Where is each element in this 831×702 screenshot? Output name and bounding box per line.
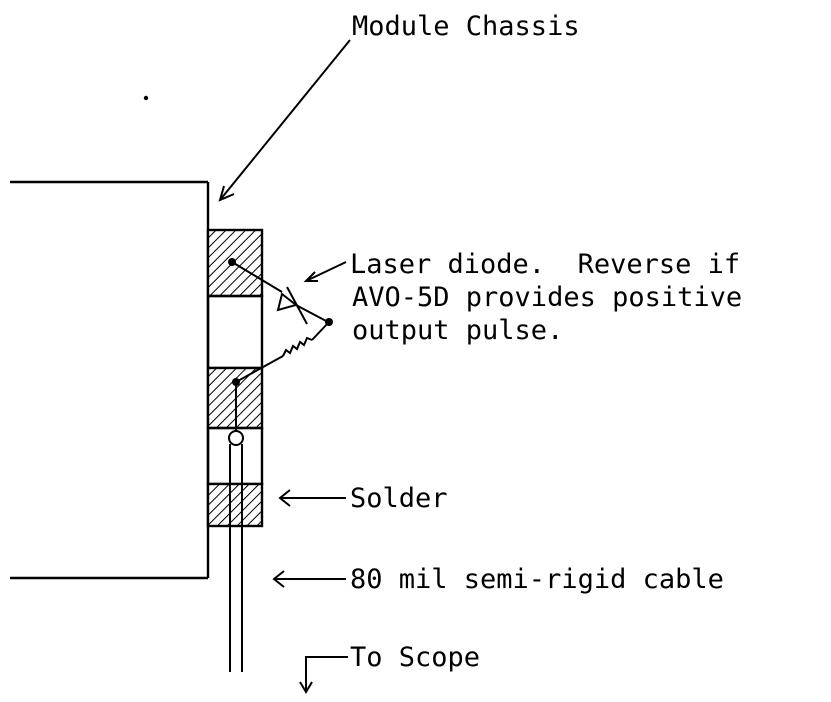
cable-label: 80 mil semi-rigid cable	[350, 564, 724, 595]
resistor-icon	[282, 336, 313, 357]
solder-label: Solder	[350, 483, 448, 514]
module-chassis-leader-arrow	[218, 39, 351, 202]
to-scope-label: To Scope	[350, 642, 480, 673]
cable-arrow	[272, 570, 346, 588]
solder-arrow	[278, 489, 346, 507]
laser-diode-label-line2: AVO-5D provides positive	[352, 282, 742, 313]
module-chassis-label: Module Chassis	[352, 11, 580, 42]
stray-mark	[143, 95, 149, 101]
laser-diode-label-line1: Laser diode. Reverse if	[350, 249, 740, 280]
laser-diode-circuit	[228, 258, 333, 431]
chassis-gap-upper	[206, 294, 264, 370]
chassis-gap-lower	[206, 426, 264, 486]
solder-block	[206, 482, 264, 528]
to-scope-arrow	[299, 656, 348, 694]
module-chassis-outline	[10, 180, 210, 580]
laser-diode-label-line3: output pulse.	[352, 315, 563, 346]
semi-rigid-cable	[228, 430, 244, 672]
laser-diode-leader-arrow	[303, 261, 347, 282]
laser-diode-icon	[276, 286, 329, 325]
